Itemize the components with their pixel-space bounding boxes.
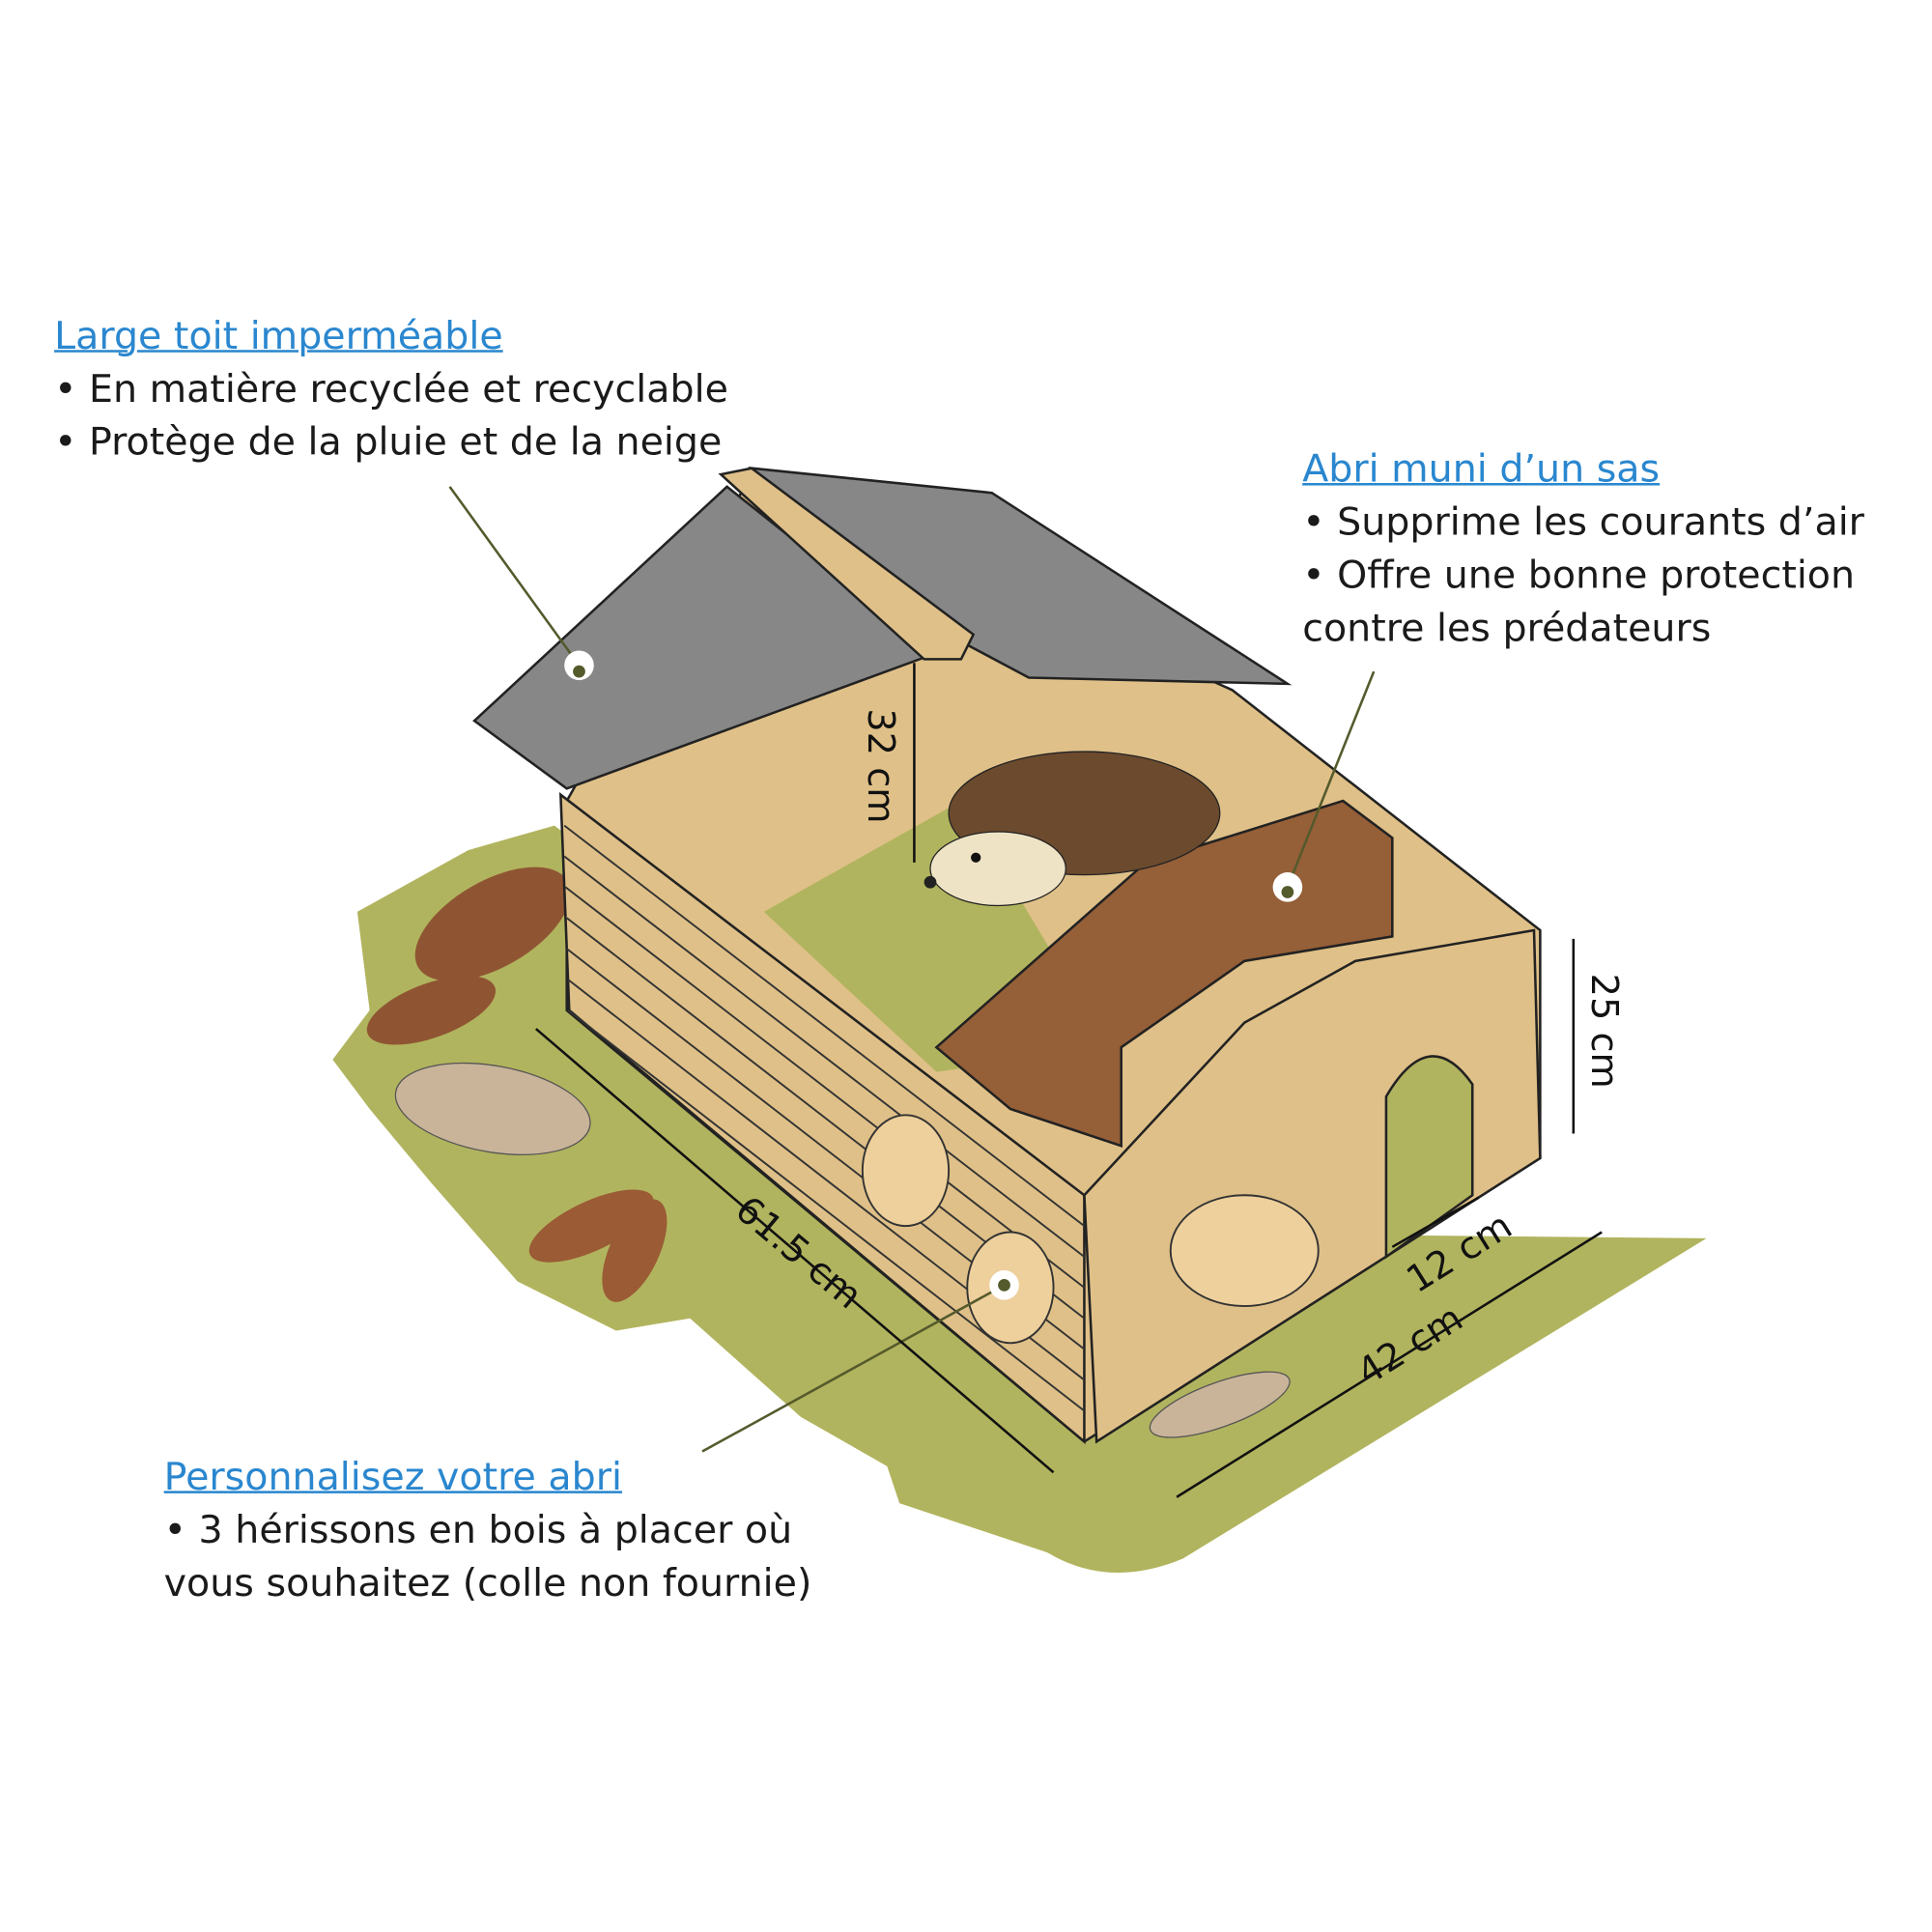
callout-roof-title: Large toit imperméable xyxy=(54,314,503,359)
callout-airlock: Abri muni d’un sas • Supprime les couran… xyxy=(1302,443,1864,655)
callout-customize-line: • 3 hérissons en bois à placer où xyxy=(163,1508,793,1553)
callout-roof-line: • En matière recyclée et recyclable xyxy=(54,367,728,412)
roof-ridge xyxy=(718,467,976,661)
hedgehog xyxy=(923,751,1221,907)
dimension-height-front: 25 cm xyxy=(1582,974,1626,1089)
callout-roof-line: • Protège de la pluie et de la neige xyxy=(54,419,723,465)
callout-customize-title: Personnalisez votre abri xyxy=(163,1455,622,1500)
callout-roof: Large toit imperméable • En matière recy… xyxy=(54,310,728,469)
callout-airlock-line: • Supprime les courants d’air xyxy=(1302,499,1864,545)
callout-customize: Personnalisez votre abri • 3 hérissons e… xyxy=(164,1452,812,1611)
callout-airlock-line: • Offre une bonne protection xyxy=(1302,553,1856,598)
dimension-height-inner: 32 cm xyxy=(859,708,902,823)
entrance-hole xyxy=(1384,1055,1474,1260)
callout-customize-line: vous souhaitez (colle non fournie) xyxy=(163,1561,812,1605)
side-wall-slatted xyxy=(558,792,1086,1445)
callout-airlock-title: Abri muni d’un sas xyxy=(1302,447,1661,492)
callout-airlock-line: contre les prédateurs xyxy=(1302,606,1712,651)
